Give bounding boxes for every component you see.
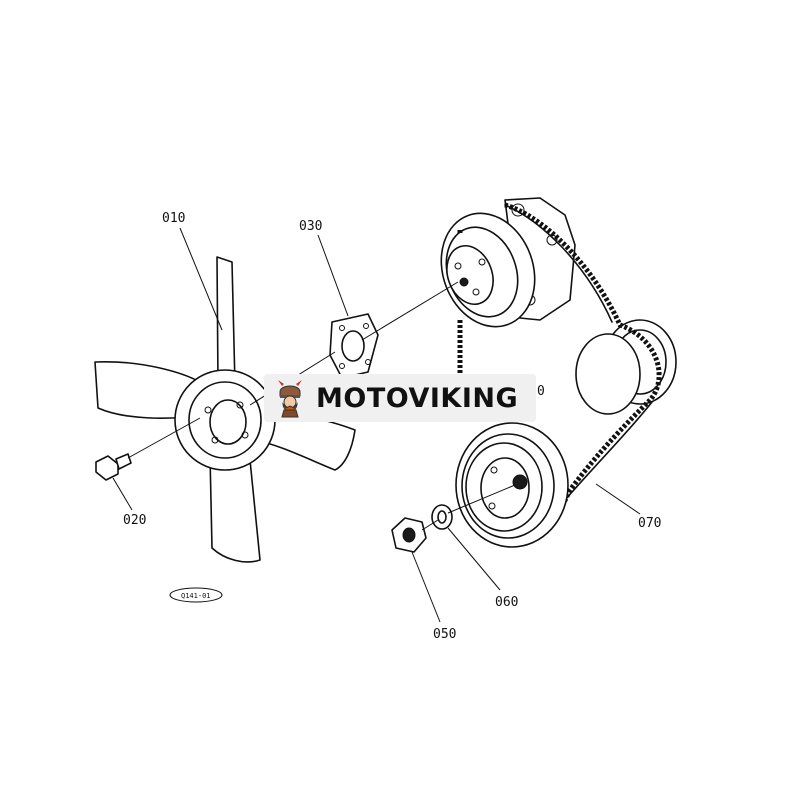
- water-pump-pulley: [440, 197, 576, 328]
- bolt: [95, 453, 132, 481]
- reference-code: Q141-01: [181, 592, 211, 600]
- part-label-020: 020: [123, 513, 146, 528]
- brand-watermark: MOTOVIKING: [264, 374, 536, 422]
- part-label-060: 060: [495, 595, 518, 610]
- viking-helmet-icon: [278, 380, 302, 418]
- brand-name: MOTOVIKING: [316, 382, 519, 414]
- part-label-010: 010: [162, 211, 185, 226]
- washer: [431, 504, 453, 530]
- hex-nut: [391, 517, 427, 553]
- stray-label: 0: [537, 384, 545, 399]
- cooling-fan: [94, 256, 356, 563]
- fan-spacer: [329, 313, 379, 379]
- alternator-pulley: [575, 319, 677, 415]
- v-belt: [457, 202, 662, 533]
- part-label-070: 070: [638, 516, 661, 531]
- reference-code-badge: Q141-01: [169, 587, 223, 603]
- part-label-030: 030: [299, 219, 322, 234]
- part-label-050: 050: [433, 627, 456, 642]
- crankshaft-pulley: [455, 422, 569, 548]
